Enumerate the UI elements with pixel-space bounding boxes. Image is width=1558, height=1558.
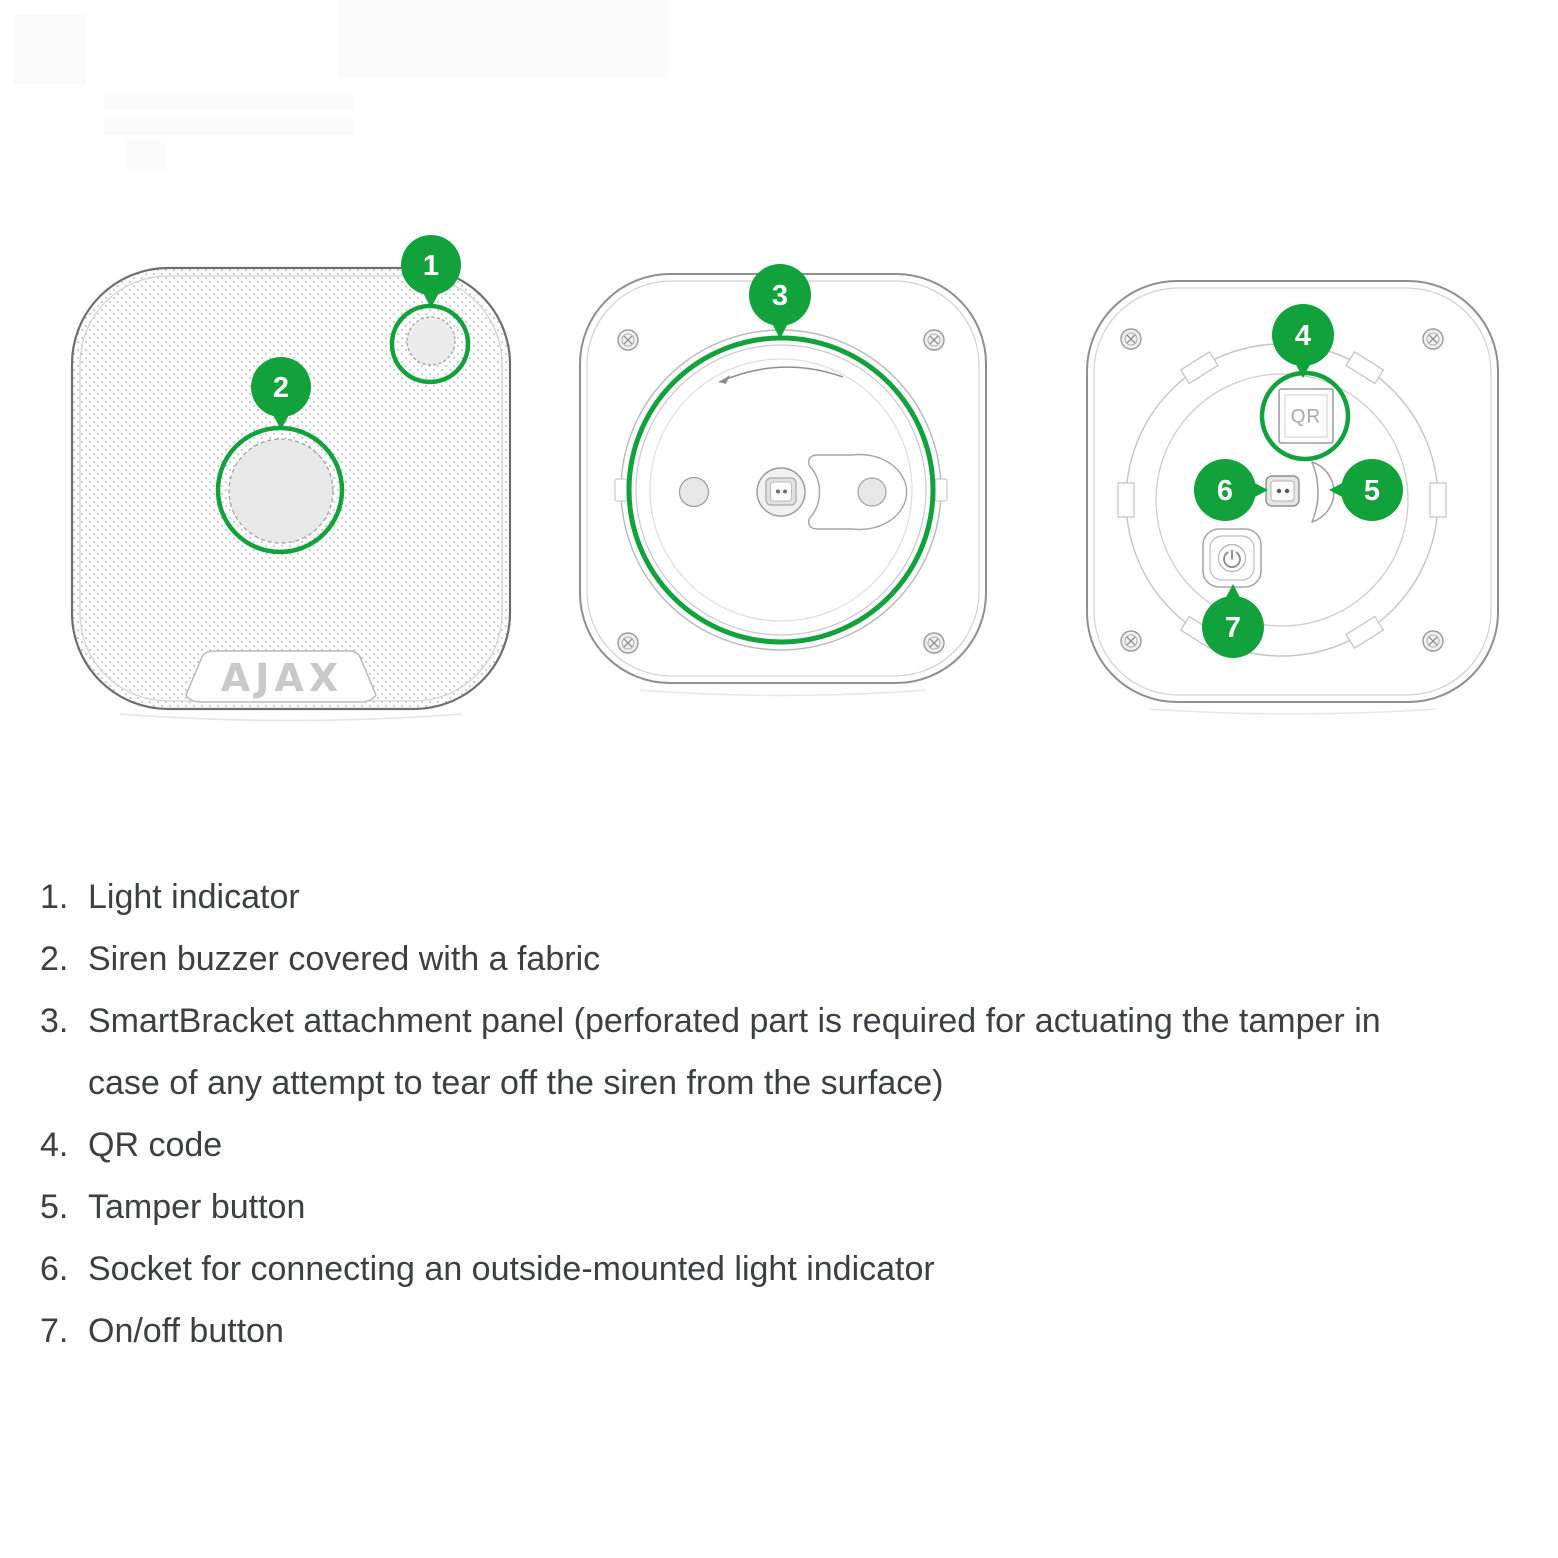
ghost-artifact (126, 140, 166, 170)
callout-number: 4 (1295, 320, 1311, 352)
attachment-groove (649, 358, 913, 622)
callout-number: 2 (273, 372, 289, 404)
legend-item-7: 7. On/off button (40, 1300, 1413, 1362)
rotate-arrow-arc (718, 366, 844, 383)
ghost-artifact (545, 52, 660, 75)
device-views-illustration: AJAX (70, 235, 1499, 722)
legend-item-number: 3. (40, 1002, 69, 1040)
callout-on-off-button: 7 (1202, 584, 1264, 658)
power-icon (1223, 549, 1241, 569)
bracket-clip-left (614, 478, 628, 502)
back-shadow (1149, 708, 1437, 715)
legend-item-number: 1. (40, 878, 69, 916)
qr-label: QR (1291, 407, 1322, 428)
ghost-artifact (104, 94, 354, 110)
rotate-arrow-head (719, 375, 730, 384)
legend-item-1: 1. Light indicator (40, 866, 1413, 928)
legend-item-number: 6. (40, 1250, 69, 1288)
ghost-artifact (104, 119, 354, 135)
callout-smartbracket: 3 (749, 264, 811, 339)
legend-item-text: Light indicator (88, 878, 300, 916)
callout-number: 6 (1217, 475, 1233, 507)
legend-item-text: QR code (88, 1126, 223, 1164)
legend-item-number: 2. (40, 940, 69, 978)
device-front-view: AJAX (70, 266, 512, 722)
legend-item-text: Tamper button (88, 1188, 306, 1226)
device-smartbracket-panel (579, 273, 987, 697)
legend-item-text: On/off button (88, 1312, 284, 1350)
device-back-view: QR (1086, 280, 1499, 715)
callout-number: 1 (423, 250, 439, 282)
legend-item-4: 4. QR code (40, 1114, 1413, 1176)
legend-item-5: 5. Tamper button (40, 1176, 1413, 1238)
legend-list: 1. Light indicator 2. Siren buzzer covered… (40, 866, 1413, 1362)
smartbracket-highlight-ring (626, 335, 936, 645)
legend-item-6: 6. Socket for connecting an outside-mount… (40, 1238, 1413, 1300)
callout-light-indicator: 1 (401, 235, 461, 308)
qr-code (1278, 388, 1334, 444)
callout-socket: 6 (1194, 459, 1268, 521)
front-shadow (119, 713, 463, 722)
callout-number: 7 (1225, 612, 1241, 644)
legend-item-text: Socket for connecting an outside-mounted… (88, 1250, 935, 1288)
legend-item-3: 3. SmartBracket attachment panel (perfora… (40, 990, 1413, 1114)
callout-qr-code: 4 (1272, 304, 1334, 378)
logo-plate (185, 650, 377, 703)
legend-item-number: 5. (40, 1188, 69, 1226)
legend-item-text: SmartBracket attachment panel (perforate… (88, 1002, 1381, 1102)
siren-buzzer (228, 438, 334, 544)
legend-item-text: Siren buzzer covered with a fabric (88, 940, 601, 978)
bracket-shadow (639, 689, 927, 697)
callout-siren-buzzer: 2 (251, 357, 311, 430)
bracket-clip-right (934, 478, 948, 502)
ajax-logo: AJAX (221, 656, 343, 700)
on-off-button (1202, 528, 1262, 588)
tamper-button (1311, 461, 1335, 523)
cable-hole (857, 477, 887, 507)
attachment-circle-inner (635, 344, 927, 636)
callout-number: 3 (772, 280, 788, 312)
ghost-artifact (14, 14, 86, 84)
legend-item-number: 4. (40, 1126, 69, 1164)
legend-item-2: 2. Siren buzzer covered with a fabric (40, 928, 1413, 990)
callout-tamper-button: 5 (1329, 459, 1403, 521)
light-indicator (406, 316, 456, 366)
legend-item-number: 7. (40, 1312, 69, 1350)
mount-hole (678, 476, 710, 508)
callout-number: 5 (1364, 475, 1380, 507)
